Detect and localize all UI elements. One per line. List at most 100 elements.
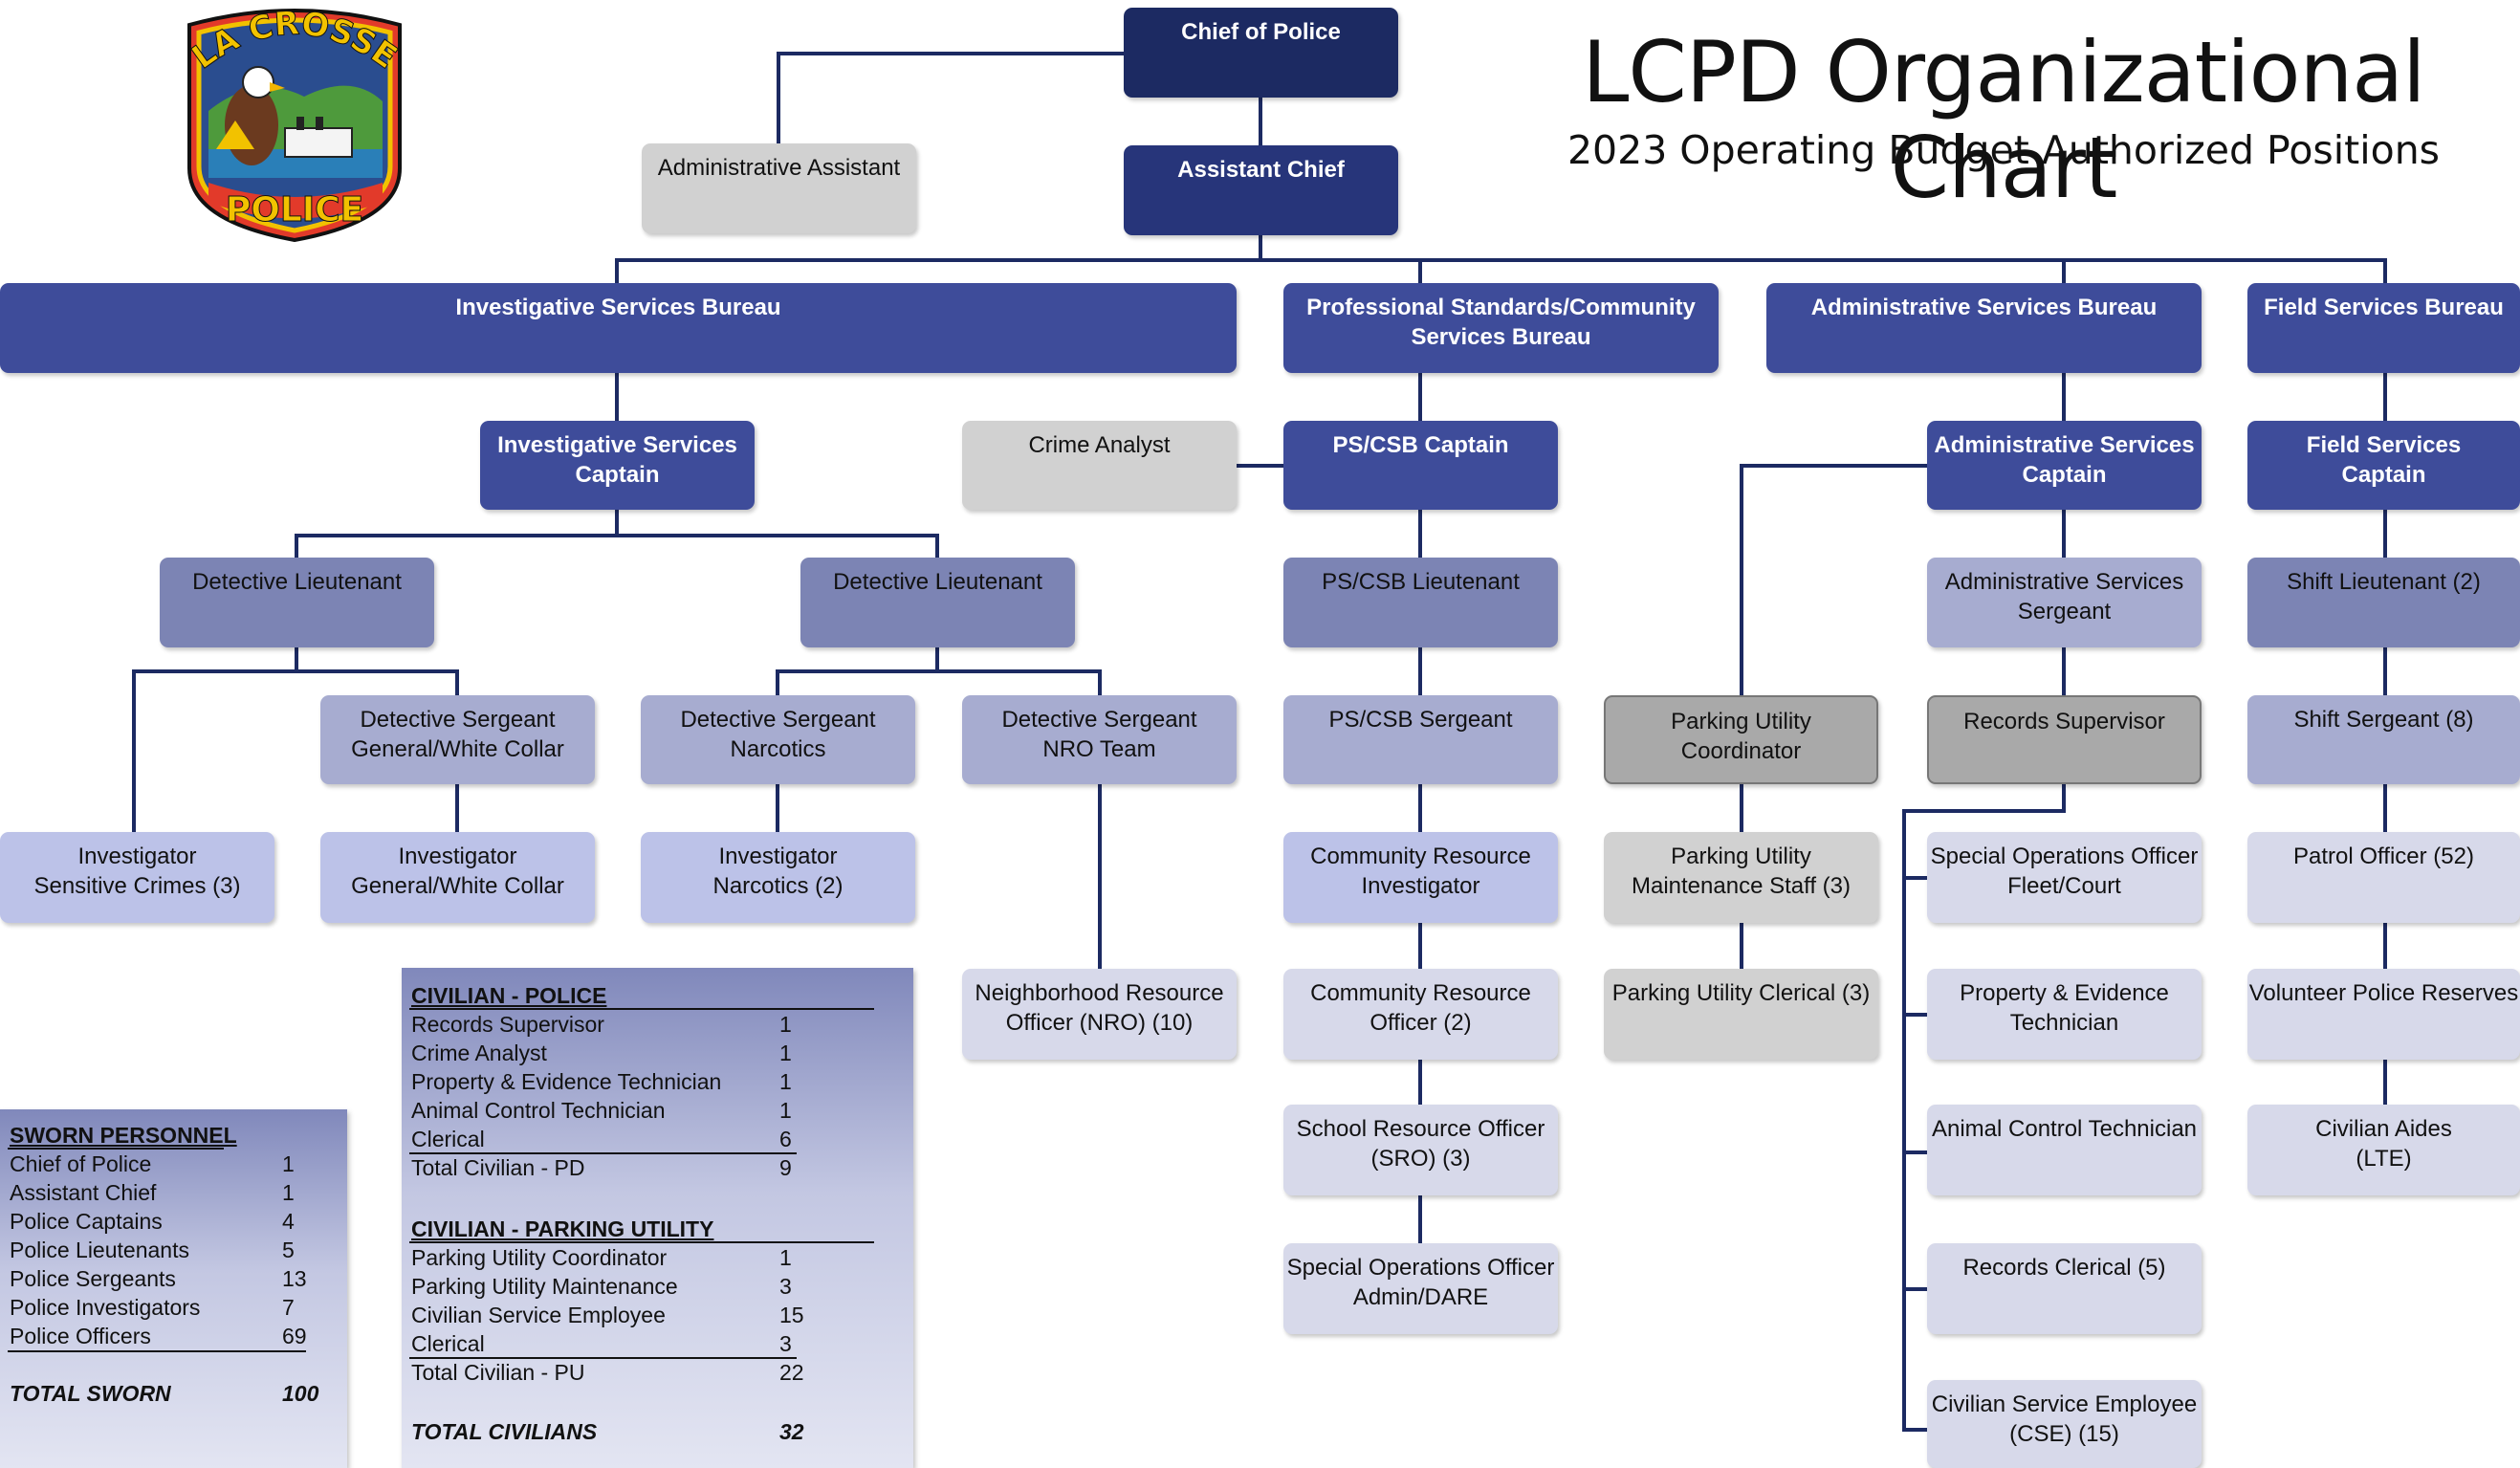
heading-underline <box>8 1148 224 1150</box>
table-heading: SWORN PERSONNEL <box>10 1123 237 1148</box>
box-civilian-service-employee: Civilian Service Employee(CSE) (15) <box>1927 1380 2202 1468</box>
table-total-label: TOTAL SWORN <box>10 1381 171 1406</box>
total-rule <box>409 1152 797 1154</box>
connector <box>132 669 459 834</box>
table-total-value: 32 <box>779 1419 804 1444</box>
box-pscsb-sergeant: PS/CSB Sergeant <box>1283 695 1558 784</box>
table-row-label: Assistant Chief <box>10 1180 157 1205</box>
table-total-value: 100 <box>282 1381 319 1406</box>
box-chief-of-police: Chief of Police <box>1124 8 1398 98</box>
table-row-label: Police Investigators <box>10 1295 201 1320</box>
box-investigative-services-bureau: Investigative Services Bureau <box>0 283 1237 373</box>
table-row-value: 15 <box>779 1303 804 1327</box>
table-row-label: Records Supervisor <box>411 1012 604 1037</box>
heading-underline <box>409 1241 874 1243</box>
table-row-value: 1 <box>779 1012 792 1037</box>
box-field-services-bureau: Field Services Bureau <box>2247 283 2520 373</box>
table-row-value: 1 <box>779 1041 792 1065</box>
connector <box>776 669 1102 697</box>
table-row-label: Police Sergeants <box>10 1266 176 1291</box>
table-row-value: 1 <box>779 1069 792 1094</box>
box-animal-control-technician: Animal Control Technician <box>1927 1105 2202 1195</box>
connector <box>777 52 1126 145</box>
table-row-value: 69 <box>282 1324 307 1348</box>
table-row-label: Civilian Service Employee <box>411 1303 666 1327</box>
table-row-value: 7 <box>282 1295 295 1320</box>
total-rule <box>8 1350 306 1352</box>
table-row-value: 3 <box>779 1331 792 1356</box>
box-pscsb-lieutenant: PS/CSB Lieutenant <box>1283 558 1558 647</box>
table-row-value: 5 <box>282 1238 295 1262</box>
box-shift-lieutenant: Shift Lieutenant (2) <box>2247 558 2520 647</box>
table-row-label: Parking Utility Coordinator <box>411 1245 668 1270</box>
sworn-personnel-table: SWORN PERSONNEL Chief of Police 1 Assist… <box>0 1109 347 1468</box>
table-heading: CIVILIAN - PARKING UTILITY <box>411 1216 714 1241</box>
table-row-value: 13 <box>282 1266 307 1291</box>
connector <box>1902 782 2066 1432</box>
civilian-personnel-table: CIVILIAN - POLICE Records Supervisor 1 C… <box>402 968 913 1468</box>
page-title: LCPD Organizational Chart <box>1582 23 2425 217</box>
heading-underline <box>409 1008 874 1010</box>
box-administrative-services-bureau: Administrative Services Bureau <box>1766 283 2202 373</box>
box-parking-utility-clerical: Parking Utility Clerical (3) <box>1604 969 1878 1060</box>
box-detective-lieutenant-2: Detective Lieutenant <box>800 558 1075 647</box>
table-row-label: Animal Control Technician <box>411 1098 666 1123</box>
table-row-label: Police Officers <box>10 1324 151 1348</box>
table-subtotal-value: 22 <box>779 1360 804 1385</box>
table-total-label: TOTAL CIVILIANS <box>411 1419 598 1444</box>
table-row-label: Parking Utility Maintenance <box>411 1274 678 1299</box>
table-row-value: 1 <box>779 1245 792 1270</box>
box-administrative-assistant: Administrative Assistant <box>642 143 916 233</box>
table-subtotal-value: 9 <box>779 1155 792 1180</box>
table-row-label: Crime Analyst <box>411 1041 547 1065</box>
box-shift-sergeant: Shift Sergeant (8) <box>2247 695 2520 784</box>
table-row-value: 1 <box>282 1180 295 1205</box>
box-records-clerical: Records Clerical (5) <box>1927 1243 2202 1334</box>
table-row-value: 4 <box>282 1209 295 1234</box>
box-records-supervisor: Records Supervisor <box>1927 695 2202 784</box>
box-school-resource-officer: School Resource Officer(SRO) (3) <box>1283 1105 1558 1195</box>
table-row-value: 1 <box>282 1151 295 1176</box>
connector <box>1740 464 1929 697</box>
total-rule <box>409 1357 797 1359</box>
table-row-value: 1 <box>779 1098 792 1123</box>
table-row-label: Chief of Police <box>10 1151 152 1176</box>
box-detective-lieutenant-1: Detective Lieutenant <box>160 558 434 647</box>
table-row-label: Clerical <box>411 1127 485 1151</box>
box-assistant-chief: Assistant Chief <box>1124 145 1398 235</box>
box-pscsb-captain: PS/CSB Captain <box>1283 421 1558 510</box>
table-heading: CIVILIAN - POLICE <box>411 983 607 1008</box>
box-volunteer-police-reserves: Volunteer Police Reserves <box>2247 969 2520 1060</box>
table-row-label: Police Captains <box>10 1209 163 1234</box>
table-row-label: Clerical <box>411 1331 485 1356</box>
box-civilian-aides: Civilian Aides(LTE) <box>2247 1105 2520 1195</box>
page-subtitle: 2023 Operating Budget Authorized Positio… <box>1567 127 2441 173</box>
table-row-value: 6 <box>779 1127 792 1151</box>
table-row-label: Property & Evidence Technician <box>411 1069 722 1094</box>
logo-police-text: POLICE <box>226 190 363 230</box>
table-subtotal-label: Total Civilian - PU <box>411 1360 585 1385</box>
box-crime-analyst: Crime Analyst <box>962 421 1237 510</box>
table-row-label: Police Lieutenants <box>10 1238 189 1262</box>
box-patrol-officer: Patrol Officer (52) <box>2247 832 2520 923</box>
table-subtotal-label: Total Civilian - PD <box>411 1155 585 1180</box>
